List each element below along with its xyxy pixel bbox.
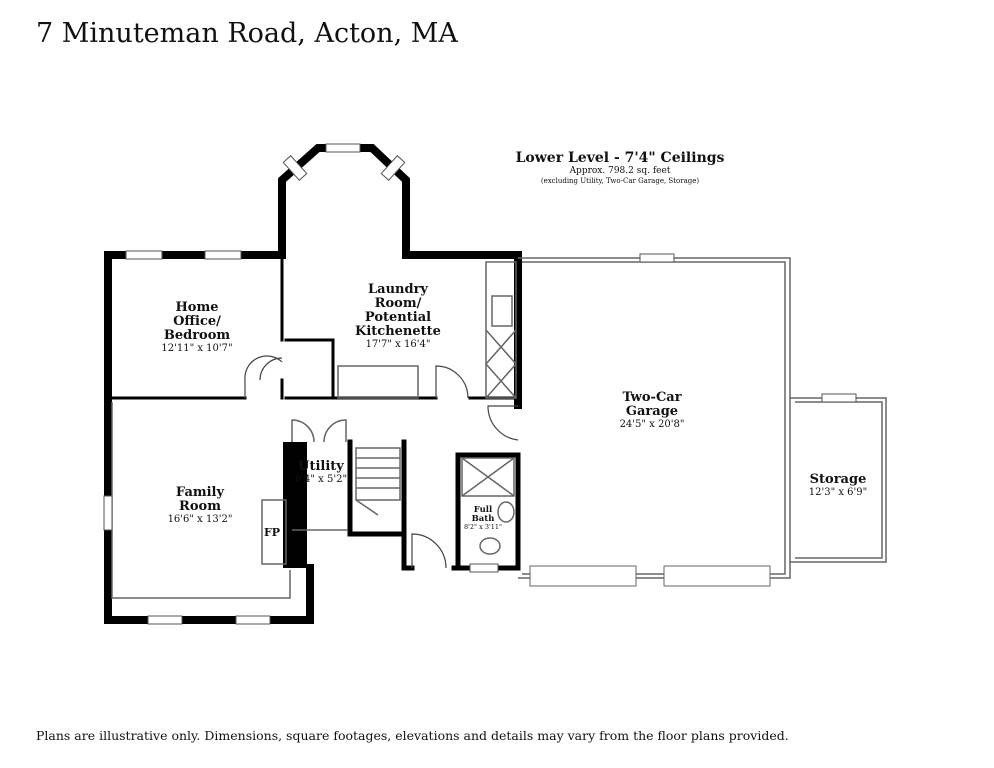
laundry-label-3: Potential [365,310,431,325]
utility-door-left [291,419,315,443]
window-bath [469,563,499,573]
cabinet-x4 [485,363,517,399]
office-label-3: Bedroom [164,328,231,343]
disclaimer: Plans are illustrative only. Dimensions,… [36,728,789,743]
fireplace-hearth [261,499,287,565]
fireplace-label: FP [264,526,280,539]
laundry-dims: 17'7" x 16'4" [366,339,431,350]
garage-label-2: Garage [626,404,678,419]
window-storage [821,393,857,403]
window-family-1 [147,615,183,625]
window-office-2 [204,250,242,260]
laundry-label-1: Laundry [368,282,428,297]
laundry-cabinet [485,261,517,399]
wall-closet [284,338,335,400]
bath-label-1: Full [474,505,493,515]
level-heading: Lower Level - 7'4" Ceilings [515,150,725,166]
window-family-2 [235,615,271,625]
window-bay-left [282,155,308,181]
window-bay-top [325,143,361,153]
room-labels: Home Office/ Bedroom 12'11" x 10'7" Laun… [161,282,867,539]
thin-outlines [111,257,887,599]
wall-stair [347,531,415,571]
storage-dims: 12'3" x 6'9" [809,487,868,498]
utility-door-right [323,419,347,443]
sink [491,295,513,327]
family-label-2: Room [179,499,221,514]
bath-sink [497,501,515,523]
office-label-1: Home [176,300,219,315]
family-dims: 16'6" x 13'2" [168,514,233,525]
page-title: 7 Minuteman Road, Acton, MA [36,18,458,49]
garage-dims: 24'5" x 20'8" [620,419,685,430]
wall-bay [278,144,410,259]
storage-label: Storage [810,472,867,487]
level-info: Lower Level - 7'4" Ceilings Approx. 798.… [490,150,750,186]
level-note: (excluding Utility, Two-Car Garage, Stor… [540,177,700,185]
garage-door-2 [663,565,771,587]
stair-door [411,533,447,569]
utility-label: Utility [298,459,344,474]
laundry-door [435,365,469,399]
family-label-1: Family [176,485,225,500]
window-family-west [103,495,113,531]
doors [244,355,519,569]
laundry-label-4: Kitchenette [355,324,441,339]
stairs [355,447,401,501]
office-label-2: Office/ [173,314,221,329]
office-dims: 12'11" x 10'7" [161,343,232,354]
fireplace-chimney [283,442,307,568]
bath-label-2: Bath [472,514,495,524]
cabinet-x2 [485,329,517,365]
window-bay-right [380,155,406,181]
windows [103,143,857,625]
office-door [244,355,283,398]
walls [104,144,522,624]
utility-dims: 6'4" x 5'2" [295,474,347,485]
window-office-1 [125,250,163,260]
garage-label-1: Two-Car [622,390,681,405]
laundry-counter [337,365,419,399]
toilet [479,537,501,555]
shower [461,457,515,497]
window-garage [639,253,675,263]
laundry-label-2: Room/ [375,296,422,311]
bath-dims: 8'2" x 3'11" [464,523,502,531]
closet-door [259,357,283,381]
garage-door [487,405,519,441]
level-area: Approx. 798.2 sq. feet [569,166,671,176]
garage-door-1 [529,565,637,587]
